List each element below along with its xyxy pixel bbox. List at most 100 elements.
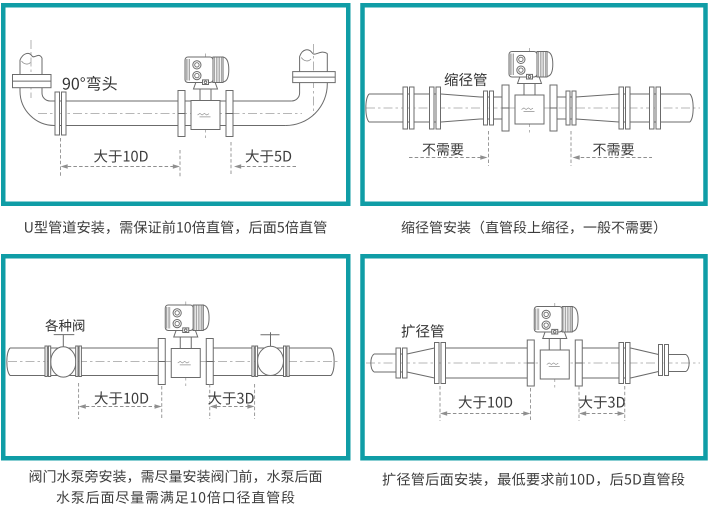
glyph-1: [570, 474, 577, 485]
glyph-门: [225, 469, 238, 483]
glyph-尽: [115, 491, 129, 504]
glyph-装: [113, 469, 126, 483]
glyph-，: [570, 229, 574, 234]
head-tab: [182, 327, 190, 334]
pipe-flange-joint: [402, 86, 415, 130]
detail-ring: [553, 330, 557, 334]
pipe-edge: [440, 118, 481, 123]
glyph-缩: [541, 220, 555, 234]
glyph-般: [597, 220, 611, 234]
component-face: [429, 86, 435, 130]
glyph-水: [267, 469, 281, 483]
glyph-径: [459, 72, 473, 87]
glyph-一: [583, 226, 597, 228]
head-tab: [202, 79, 209, 86]
caption-line-2: 水泵后面尽量需满足10倍口径直管段: [56, 490, 295, 504]
diagram-valve-pipe: 各种阀: [6, 301, 340, 388]
glyph-直: [251, 490, 265, 504]
glyph-，: [597, 481, 600, 487]
dimension-arrow: [234, 164, 242, 169]
pipe-flange-joint: [618, 342, 631, 384]
glyph-弯: [86, 75, 101, 91]
meter-neck-stem: [523, 82, 536, 96]
component-face: [395, 347, 401, 379]
glyph-保: [133, 220, 148, 234]
riser-flange-right: [292, 71, 336, 84]
head-port-bottom: [516, 65, 526, 75]
component-face: [75, 345, 79, 377]
pipe-edge: [406, 347, 435, 355]
meter-body: [539, 349, 570, 380]
detail-ring: [194, 62, 200, 68]
head-port-bottom: [172, 319, 182, 329]
glyph-于: [109, 392, 123, 405]
component-face: [625, 86, 631, 130]
detail-ring: [527, 75, 532, 79]
glyph-1: [190, 492, 197, 503]
head-port-top: [516, 54, 526, 65]
component-face: [283, 345, 287, 377]
glyph-1: [123, 150, 130, 162]
diagram-reducer-pipe: [365, 48, 700, 134]
glyph-大: [208, 391, 222, 405]
glyph-9: [62, 77, 71, 90]
caption-reducer: 缩径管安装（直管段上缩径，一般不需要）: [401, 220, 658, 234]
glyph-，: [128, 478, 132, 483]
component-face: [286, 345, 290, 377]
meter-flange-right: [205, 338, 214, 385]
meter-flange-left: [526, 339, 535, 387]
glyph-0: [198, 492, 206, 503]
head-endcap: [571, 305, 579, 333]
pipe-edge: [19, 60, 55, 126]
glyph-需: [120, 221, 133, 234]
detail-line: [21, 60, 31, 65]
pipe-edge: [406, 371, 435, 379]
head-port-top: [192, 60, 202, 70]
caption-text: [401, 220, 658, 234]
detail-ring: [518, 56, 524, 63]
glyph-需: [145, 491, 159, 504]
head-port-bottom: [541, 320, 551, 330]
panel-reducer: 缩径管安装（直管段上缩径，一般不需要） 不需要 不需要 缩径管 缩径管安装（直管…: [360, 3, 708, 234]
dimension-10d: 大于10D: [439, 386, 531, 421]
glyph-倍: [285, 220, 299, 234]
glyph-D: [246, 392, 254, 404]
glyph-，: [484, 481, 488, 487]
glyph-后: [425, 472, 439, 486]
glyph-安: [77, 220, 90, 234]
pipe-flange-joint: [618, 86, 631, 130]
glyph-大: [458, 395, 472, 409]
detail-ring: [174, 310, 180, 316]
dim-text-3d: [208, 391, 254, 405]
glyph-径: [415, 220, 429, 234]
glyph-安: [454, 472, 468, 486]
pipe-break-line: [685, 354, 690, 372]
glyph-阀: [211, 469, 224, 483]
dim-text-10d: [94, 391, 149, 405]
dimension-arrow: [172, 164, 180, 169]
component-face: [54, 91, 60, 136]
component-face: [483, 90, 488, 126]
glyph-水: [57, 469, 71, 483]
glyph-管: [313, 220, 327, 234]
component-face: [489, 90, 494, 126]
glyph-D: [140, 150, 148, 162]
glyph-口: [223, 492, 234, 504]
component-face: [571, 90, 577, 126]
component-face: [618, 342, 624, 384]
dimension-5d: 大于5D: [230, 142, 298, 176]
label-reducer: 缩径管: [444, 72, 487, 87]
component-face: [658, 344, 663, 376]
glyph-于: [473, 396, 487, 409]
expander-cone: [406, 347, 435, 379]
caption-text: [56, 490, 295, 504]
glyph-径: [396, 472, 410, 486]
component-face: [61, 91, 67, 136]
glyph-需: [607, 143, 620, 156]
detail-ring: [203, 80, 208, 85]
glyph-大: [94, 391, 108, 405]
glyph-面: [101, 491, 114, 504]
pipe-break-line: [689, 93, 694, 123]
dim-text-10d: [94, 149, 148, 163]
pipe-edge: [285, 53, 328, 126]
